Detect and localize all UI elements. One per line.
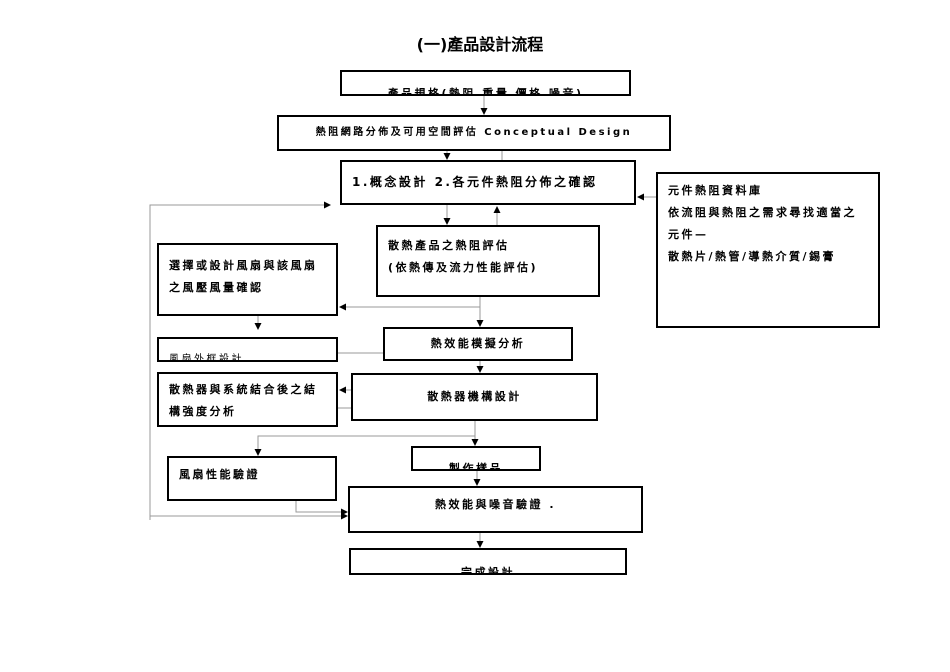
node-fan-verify: 風扇性能驗證 [167,456,337,501]
fan-select-line: 之風壓風量確認 [169,281,264,294]
node-concept-label: 1.概念設計 2.各元件熱阻分佈之確認 [352,175,598,189]
node-database: 元件熱阻資料庫 依流阻與熱阻之需求尋找適當之 元件— 散熱片/熱管/導熱介質/錫… [656,172,880,328]
structure-line: 散熱器與系統結合後之結 [169,383,318,396]
node-sample: 製作樣品 [411,446,541,471]
node-simulation-label: 熱效能模擬分析 [430,337,526,350]
node-network-label: 熱阻網路分佈及可用空間評估 Conceptual Design [315,127,633,138]
node-fan-select: 選擇或設計風扇與該風扇 之風壓風量確認 [157,243,338,316]
arrow-mechanism-fan-verify [254,435,475,456]
node-fan-verify-label: 風扇性能驗證 [179,468,260,481]
database-line: 元件— [668,228,709,241]
structure-line: 構強度分析 [169,405,237,418]
fan-select-line: 選擇或設計風扇與該風扇 [169,259,318,272]
arrow-loop-top [149,201,331,520]
node-evaluate: 散熱產品之熱阻評估 (依熱傳及流力性能評估) [376,225,600,297]
node-spec: 產品規格(熱阻 重量 價格 噪音) [340,70,631,96]
node-thermal-verify: 熱效能與噪音驗證 . [348,486,643,533]
node-complete-label: 完成設計 [461,566,515,575]
node-mechanism-label: 散熱器機構設計 [427,390,522,403]
node-concept: 1.概念設計 2.各元件熱阻分佈之確認 [340,160,636,205]
node-simulation: 熱效能模擬分析 [383,327,573,361]
node-fan-frame-label: 風扇外框設計 [169,354,244,362]
node-mechanism: 散熱器機構設計 [351,373,598,421]
node-sample-label: 製作樣品 [449,462,503,471]
node-complete: 完成設計 [349,548,627,575]
node-structure: 散熱器與系統結合後之結 構強度分析 [157,372,338,427]
node-network: 熱阻網路分佈及可用空間評估 Conceptual Design [277,115,671,151]
evaluate-line: (依熱傳及流力性能評估) [388,261,539,274]
evaluate-line: 散熱產品之熱阻評估 [388,239,510,252]
node-spec-label: 產品規格(熱阻 重量 價格 噪音) [387,87,584,96]
node-thermal-verify-label: 熱效能與噪音驗證 . [434,498,556,511]
node-fan-frame: 風扇外框設計 [157,337,338,362]
page-title: (一)產品設計流程 [416,35,544,54]
database-line: 元件熱阻資料庫 [668,184,763,197]
arrow-fan-verify-thermal [295,501,348,516]
database-line: 散熱片/熱管/導熱介質/錫膏 [668,250,837,263]
database-line: 依流阻與熱阻之需求尋找適當之 [668,206,857,219]
